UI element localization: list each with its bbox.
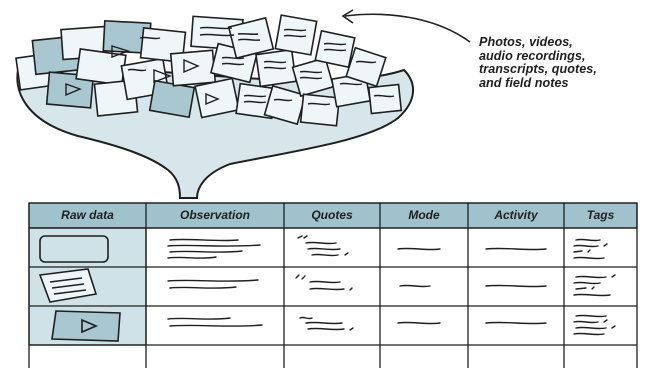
- pile-card: [291, 56, 335, 98]
- play-icon: [65, 83, 82, 97]
- header-observation: Observation: [179, 208, 251, 222]
- header-activity: Activity: [494, 208, 538, 222]
- pile-card: [274, 14, 318, 56]
- pile-card-marks: [65, 26, 395, 106]
- arrowhead-icon: [341, 9, 354, 24]
- header-mode: Mode: [408, 208, 440, 222]
- pile-card: [367, 83, 403, 115]
- pile-card: [314, 29, 356, 69]
- pile-card: [45, 71, 95, 109]
- pile-card: [345, 46, 387, 88]
- annotation-text: Photos, videos, audio recordings, transc…: [479, 35, 654, 90]
- play-icon: [81, 318, 99, 334]
- pile-card: [299, 93, 341, 127]
- play-icon: [111, 45, 131, 59]
- note-page-icon: [38, 268, 98, 303]
- cell-squiggles: [167, 235, 616, 336]
- raw-data-icons: [38, 235, 121, 342]
- annotation-line: transcripts, quotes,: [479, 62, 597, 76]
- play-icon: [205, 92, 220, 106]
- pile-card: [227, 16, 275, 60]
- header-raw-data: Raw data: [61, 208, 114, 222]
- pile-card: [148, 79, 196, 119]
- play-icon: [153, 68, 172, 84]
- annotation-line: and field notes: [479, 75, 569, 90]
- header-tags: Tags: [586, 208, 615, 222]
- play-icon: [183, 58, 200, 74]
- video-card-icon: [51, 310, 121, 342]
- photo-card-icon: [39, 235, 109, 263]
- annotation-line: audio recordings,: [479, 48, 586, 63]
- header-quotes: Quotes: [311, 208, 353, 222]
- annotation-line: Photos, videos,: [479, 35, 573, 49]
- annotation-arrow: [341, 9, 471, 43]
